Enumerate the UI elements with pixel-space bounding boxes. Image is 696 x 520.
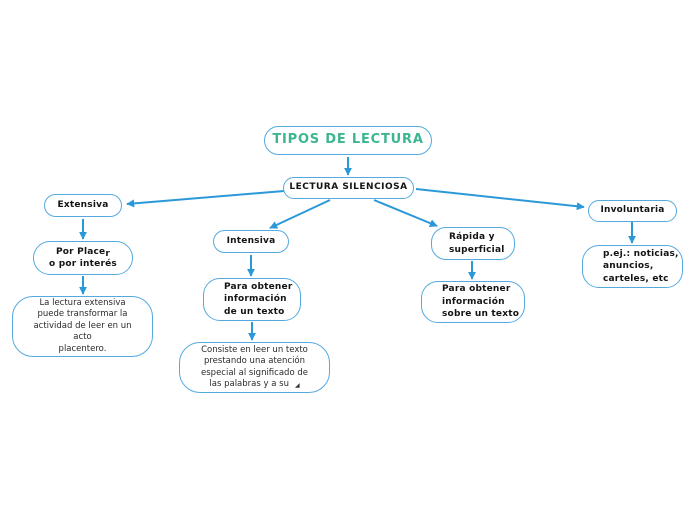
node-por-placer[interactable]: Por Placer o por interés bbox=[33, 241, 133, 275]
node-label: Involuntaria bbox=[600, 205, 665, 216]
node-line: información bbox=[442, 296, 505, 307]
node-line: información bbox=[224, 294, 287, 305]
node-line: Por Placer bbox=[56, 246, 110, 259]
node-extensiva-descripcion[interactable]: La lectura extensiva puede transformar l… bbox=[12, 296, 153, 357]
node-rapida-superficial[interactable]: Rápida y superficial bbox=[431, 227, 515, 260]
node-intensiva-objetivo[interactable]: Para obtener información de un texto bbox=[203, 278, 301, 321]
node-line: placentero. bbox=[58, 343, 107, 354]
node-label: Intensiva bbox=[226, 235, 276, 246]
connector-silenciosa-intensiva bbox=[269, 199, 331, 229]
node-line: carteles, etc bbox=[603, 273, 669, 284]
node-line: anuncios, bbox=[603, 261, 654, 272]
node-rapida-objetivo[interactable]: Para obtener información sobre un texto bbox=[421, 281, 525, 323]
node-line: La lectura extensiva bbox=[39, 297, 126, 308]
node-line: puede transformar la bbox=[37, 309, 128, 320]
node-extensiva[interactable]: Extensiva bbox=[44, 194, 122, 217]
connector-silenciosa-rapida bbox=[373, 199, 438, 227]
connector-silenciosa-involuntaria bbox=[415, 188, 585, 211]
node-line: Para obtener bbox=[442, 284, 511, 295]
node-label: LECTURA SILENCIOSA bbox=[289, 182, 408, 193]
node-line: especial al significado de bbox=[201, 367, 308, 378]
node-line: sobre un texto bbox=[442, 309, 520, 320]
node-line: Consiste en leer un texto bbox=[201, 344, 308, 355]
node-involuntaria-ejemplos[interactable]: p.ej.: noticias, anuncios, carteles, etc bbox=[582, 245, 683, 288]
node-lectura-silenciosa[interactable]: LECTURA SILENCIOSA bbox=[283, 177, 414, 199]
node-line: superficial bbox=[449, 244, 505, 255]
node-intensiva[interactable]: Intensiva bbox=[213, 230, 289, 253]
node-line: p.ej.: noticias, bbox=[603, 248, 679, 259]
node-involuntaria[interactable]: Involuntaria bbox=[588, 200, 677, 222]
node-line: Rápida y bbox=[449, 232, 495, 242]
node-line: actividad de leer en un bbox=[33, 320, 132, 331]
node-line: de un texto bbox=[224, 306, 285, 317]
text-overflow-icon: ◢ bbox=[294, 382, 300, 389]
node-intensiva-descripcion[interactable]: Consiste en leer un texto prestando una … bbox=[179, 342, 330, 393]
node-tipos-de-lectura[interactable]: TIPOS DE LECTURA bbox=[264, 126, 432, 155]
node-line: acto bbox=[73, 332, 92, 343]
node-line: las palabras y a su◢ bbox=[209, 379, 300, 389]
node-label: Extensiva bbox=[57, 199, 109, 210]
connector-silenciosa-extensiva bbox=[126, 190, 285, 208]
node-line: prestando una atención bbox=[203, 356, 306, 366]
node-title-text: TIPOS DE LECTURA bbox=[272, 132, 424, 148]
node-line: o por interés bbox=[49, 259, 117, 269]
node-line: Para obtener bbox=[224, 281, 293, 292]
